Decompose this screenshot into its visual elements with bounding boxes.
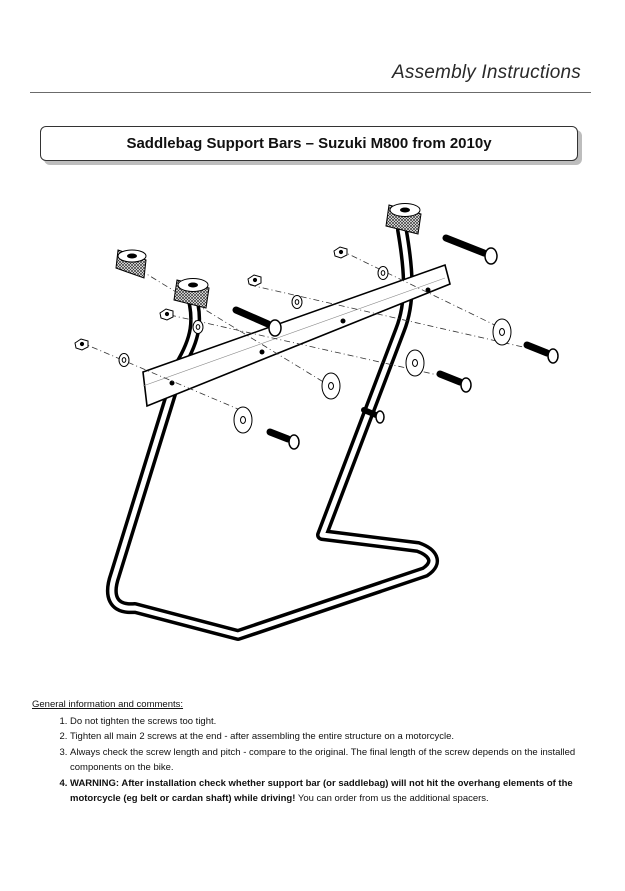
- large-washers: [233, 318, 512, 434]
- knurled-spacer-middle: [173, 278, 210, 309]
- small-washers: [118, 266, 389, 367]
- info-section: General information and comments: Do not…: [32, 697, 592, 807]
- socket-screws: [232, 234, 559, 450]
- page-title: Saddlebag Support Bars – Suzuki M800 fro…: [126, 135, 492, 152]
- info-heading: General information and comments:: [32, 699, 184, 710]
- header-divider: [30, 92, 591, 93]
- knurled-spacer-right: [385, 203, 422, 235]
- info-item-warning: WARNING: After installation check whethe…: [70, 776, 592, 807]
- info-item-3: Always check the screw length and pitch …: [70, 745, 592, 776]
- info-item-1: Do not tighten the screws too tight.: [70, 714, 592, 730]
- info-list: Do not tighten the screws too tight. Tig…: [32, 714, 592, 807]
- knurled-spacer-left: [115, 249, 147, 279]
- info-item-2: Tighten all main 2 screws at the end - a…: [70, 729, 592, 745]
- assembly-diagram: [74, 203, 559, 641]
- mounting-plate: [142, 263, 451, 408]
- hex-nuts: [74, 246, 348, 351]
- title-box: Saddlebag Support Bars – Suzuki M800 fro…: [40, 126, 578, 161]
- warning-normal-text: You can order from us the additional spa…: [295, 793, 489, 804]
- warning-bold-text: WARNING: After installation check whethe…: [70, 777, 573, 805]
- header-title: Assembly Instructions: [392, 62, 581, 83]
